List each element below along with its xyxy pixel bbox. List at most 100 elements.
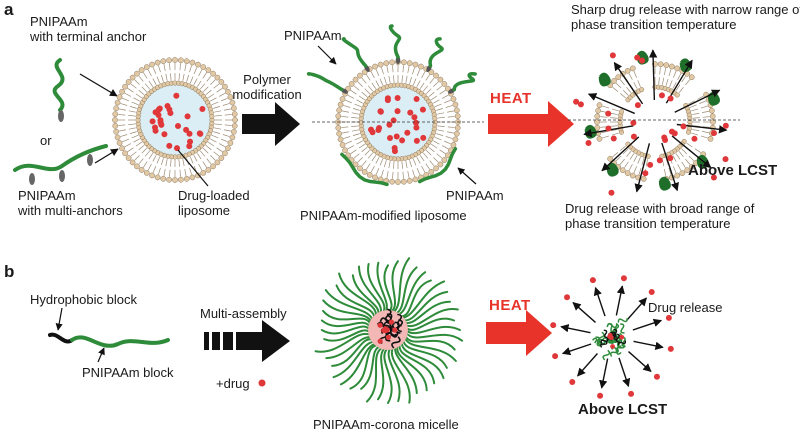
drug-molecule [391,148,398,155]
multi-anchor-polymer [13,144,108,185]
hydrophobic-tangle [603,329,608,339]
released-drug [665,314,672,321]
lipid-head [406,177,413,184]
lipid-head [450,96,457,102]
lipid-head [352,76,359,83]
lipid-head [119,88,125,95]
lipid-head [200,64,207,70]
pnipaam-chain [428,37,444,68]
drug-molecule [376,125,383,132]
lipid-head [437,76,444,83]
lipid-head [122,83,128,90]
panel-label-a: a [4,0,14,19]
lipid-head [618,109,625,115]
lipid-head [629,65,636,72]
arrow-drug-pointer [177,149,209,187]
corona-chain [322,309,372,326]
lipid-head [119,145,125,152]
release-arrow [618,357,631,388]
label-sharp-release-line1: Sharp drug release with narrow range of [571,2,800,17]
label-terminal-anchor-line2: with terminal anchor [30,29,147,44]
lipid-head [205,167,212,173]
lipid-head [348,81,355,87]
release-arrow [561,343,592,356]
lipid-head [428,169,435,175]
lipid-head [154,174,161,181]
lipid-head [454,113,461,119]
lipid-head [229,99,236,106]
lipid-head [122,150,128,157]
lipid-head [143,170,150,176]
corona-chain [360,345,382,390]
released-drug [564,294,571,301]
corona-chain [392,257,411,314]
lipid-head [160,175,167,182]
drug-molecule [155,111,162,118]
corona-chain [323,329,372,342]
pnipaam-chain [341,37,368,68]
lipid-head [232,117,238,123]
lipid-head [183,175,190,182]
lipid-head [134,163,140,170]
corona-chain [390,346,411,404]
lipid-head [230,105,237,112]
collapsed-chain [609,347,619,357]
corona-chain [314,332,372,353]
corona-chain [405,325,461,335]
lipid-head [450,142,457,148]
released-drug [552,353,559,360]
lipid-head [178,176,184,183]
pnipaam-modified-liposome [306,24,484,187]
arrow-terminal-to-liposome [79,73,118,97]
drug-molecule [386,121,393,128]
lipid-head [342,147,348,154]
label-sharp-release: Sharp drug release with narrow range of … [571,2,800,32]
lipid-head [113,128,120,135]
lipid-head [418,63,424,70]
label-multi-anchor-line1: PNIPAAm [18,188,76,203]
lipid-head [596,102,603,109]
encapsulated-drug [607,332,613,338]
corona-chain [400,340,445,380]
lipid-head [222,83,228,90]
drug-molecule [161,131,168,138]
pointer-pnipaam-top [317,45,337,65]
release-arrow [601,136,640,172]
label-above-lcst-b: Above LCST [578,401,668,418]
lipid-head [149,172,155,179]
pointer-pnipaam-bottom [457,167,477,185]
lipid-head [125,155,132,161]
lipid-head [166,176,172,183]
lipid-head [372,63,378,70]
corona-chain [402,338,448,369]
released-drug [630,133,637,140]
lipid-head [336,130,343,137]
release-arrow [633,340,664,350]
corona-chain [332,340,376,379]
heat-label-b: HEAT [489,297,531,314]
label-plus-drug: +drug [216,376,250,391]
lipid-head [214,74,221,81]
lipid-head [335,125,342,131]
lipid-head [366,172,373,178]
lipid-head [112,123,119,129]
release-arrow [593,286,606,317]
polymer-modification-arrow [242,102,300,146]
corona-chain [402,290,449,322]
label-pnipaam-bottom: PNIPAAm [446,188,504,203]
corona-chain [367,262,386,314]
corona-chain [365,346,384,403]
lipid-head [594,119,600,125]
lipid-head [679,170,686,177]
lipid-head [129,74,136,81]
released-drug [680,123,687,130]
released-drug [608,189,615,196]
released-drug [648,289,655,296]
drug-molecule [197,130,204,137]
lipid-head [372,174,378,181]
lipid-head [189,174,196,181]
lipid-head [172,177,178,183]
lipid-head [619,167,626,174]
collapsed-chain [602,349,611,361]
lipid-head [607,155,614,162]
